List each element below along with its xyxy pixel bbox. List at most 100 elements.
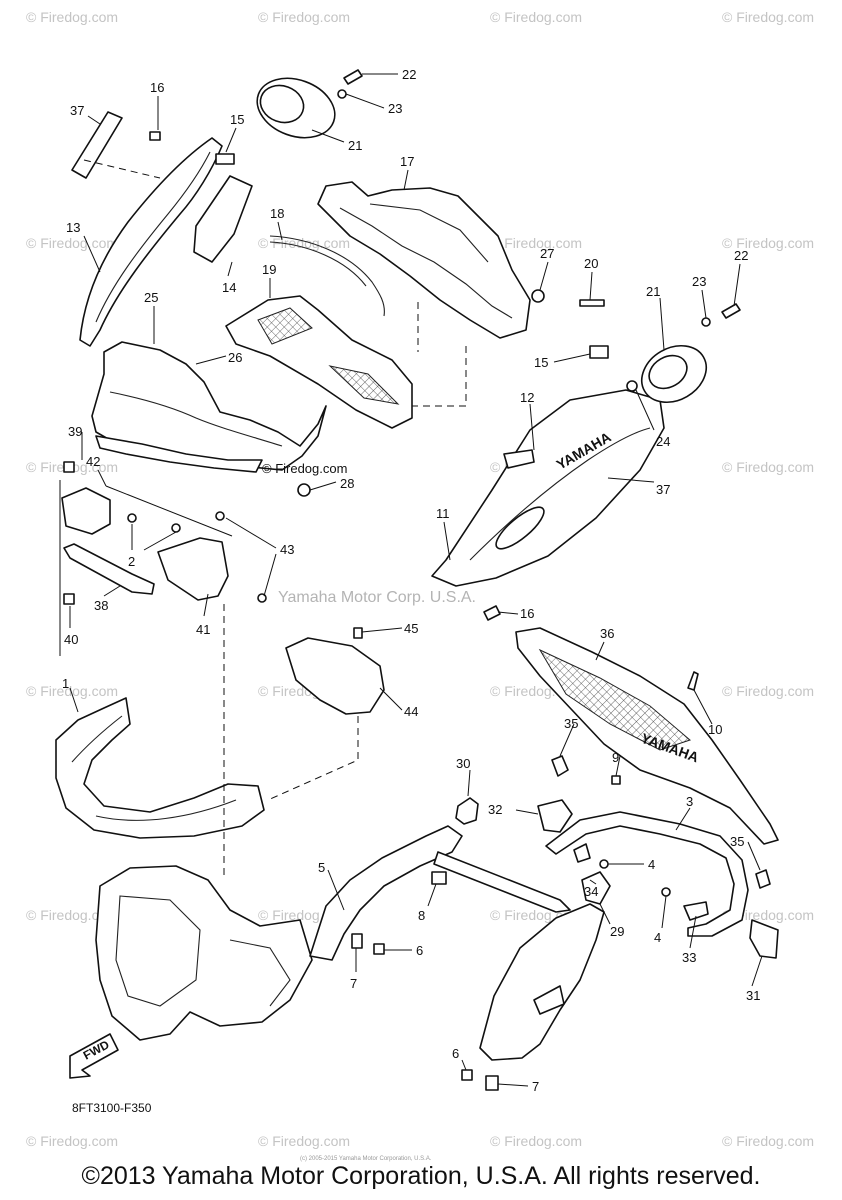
callout-6: 6 [452, 1046, 459, 1061]
callout-24: 24 [656, 434, 670, 449]
watermark: © Firedog.com [26, 9, 118, 25]
part-22-bolt [721, 303, 741, 319]
callout-18: 18 [270, 206, 284, 221]
watermark: © Firedog.com [490, 235, 582, 251]
watermark: © Firedog.com [26, 683, 118, 699]
callout-23: 23 [692, 274, 706, 289]
part-9-clip [611, 775, 621, 785]
part-8-clip [431, 871, 447, 885]
part-35-grommet [755, 869, 771, 889]
part-26-guard [95, 435, 263, 473]
callout-42: 42 [86, 454, 100, 469]
assembly-line [412, 346, 467, 407]
part-35-grommet [551, 755, 569, 777]
part-3-rail [545, 811, 749, 937]
part-18-strip [269, 235, 385, 317]
watermark: © Firedog.com [722, 907, 814, 923]
callout-16: 16 [520, 606, 534, 621]
part-11-detail [469, 427, 651, 561]
frame-assembly [95, 865, 313, 1041]
callout-22: 22 [402, 67, 416, 82]
callout-7: 7 [350, 976, 357, 991]
part-30-grommet [455, 797, 479, 825]
callout-35: 35 [564, 716, 578, 731]
part-23-washer [701, 317, 711, 327]
part-11-slot [495, 506, 545, 550]
part-28-nut [297, 483, 311, 497]
callout-10: 10 [708, 722, 722, 737]
frame-detail [229, 939, 291, 1007]
part-1-detail [95, 799, 237, 821]
part-37-decal [71, 111, 123, 179]
watermark: © Firedog.com [722, 235, 814, 251]
part-43-bolt [257, 593, 267, 603]
part-2-bolt [127, 513, 137, 523]
watermark: © Firedog.com [26, 907, 118, 923]
callout-12: 12 [520, 390, 534, 405]
part-39-bolt [63, 461, 75, 473]
callout-5: 5 [318, 860, 325, 875]
lower-right-panel-window [533, 985, 565, 1015]
part-20-screw [579, 299, 605, 307]
callout-15: 15 [230, 112, 244, 127]
part-43-bolt [215, 511, 225, 521]
callout-25: 25 [144, 290, 158, 305]
part-22-bolt [343, 69, 363, 85]
callout-36: 36 [600, 626, 614, 641]
forward-arrow: FWD [69, 1033, 119, 1079]
callout-numbers: 22 23 21 16 15 37 13 14 17 18 19 27 20 1… [62, 67, 760, 1094]
part-16-screw [149, 131, 161, 141]
part-32-bracket [537, 799, 573, 833]
part-18-strip [269, 241, 367, 287]
callout-35: 35 [730, 834, 744, 849]
part-38-bar [63, 543, 155, 595]
watermark: © Firedog.com [258, 235, 350, 251]
dotted-link [105, 485, 233, 537]
callout-33: 33 [682, 950, 696, 965]
leader-lines [69, 73, 763, 1087]
callout-44: 44 [404, 704, 418, 719]
callout-2: 2 [128, 554, 135, 569]
part-25-detail [109, 391, 283, 447]
part-41-bracket [157, 537, 229, 601]
callout-11: 11 [436, 506, 450, 521]
part-1-detail [71, 715, 123, 763]
callout-21: 21 [646, 284, 660, 299]
callout-3: 3 [686, 794, 693, 809]
part-6-screw [373, 943, 385, 955]
part-4-bolt [661, 887, 671, 897]
callout-37: 37 [70, 103, 84, 118]
callout-27: 27 [540, 246, 554, 261]
part-19-mesh [328, 365, 400, 405]
callout-1: 1 [62, 676, 69, 691]
callout-7: 7 [532, 1079, 539, 1094]
watermark: © Firedog.com [26, 1133, 118, 1149]
callout-30: 30 [456, 756, 470, 771]
part-24-nut [626, 380, 638, 392]
callout-19: 19 [262, 262, 276, 277]
callout-26: 26 [228, 350, 242, 365]
callout-23: 23 [388, 101, 402, 116]
watermark: © Firedog.com [722, 683, 814, 699]
small-print: (c) 2005-2015 Yamaha Motor Corporation, … [300, 1156, 432, 1162]
watermark: © Firedog.com [722, 1133, 814, 1149]
part-33-bracket [683, 901, 709, 921]
part-23-washer [337, 89, 347, 99]
callout-4: 4 [648, 857, 655, 872]
callout-6: 6 [416, 943, 423, 958]
callout-14: 14 [222, 280, 236, 295]
watermark: © Firedog.com [26, 235, 118, 251]
callout-43: 43 [280, 542, 294, 557]
lower-right-panel [479, 903, 605, 1061]
part-7-clip [485, 1075, 499, 1091]
part-2-bolt [171, 523, 181, 533]
callout-38: 38 [94, 598, 108, 613]
copyright-footer: ©2013 Yamaha Motor Corporation, U.S.A. A… [81, 1162, 761, 1190]
callout-13: 13 [66, 220, 80, 235]
part-21-end-ring [256, 77, 336, 139]
part-36-mesh [538, 648, 691, 751]
credit-watermark: Yamaha Motor Corp. U.S.A. [278, 589, 476, 606]
assembly-line [267, 716, 359, 801]
part-8-bar [433, 851, 571, 913]
